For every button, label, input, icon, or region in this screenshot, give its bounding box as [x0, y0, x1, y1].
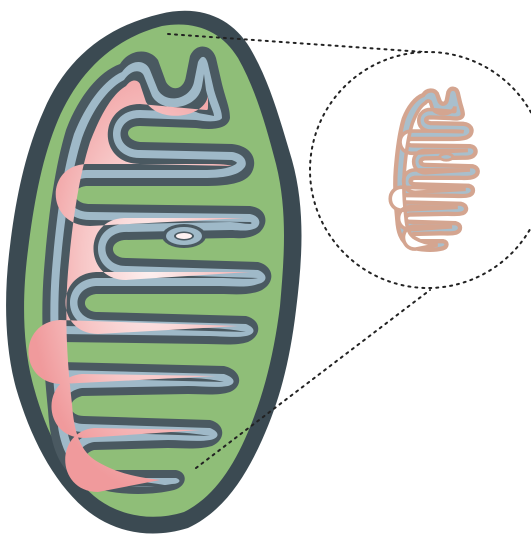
mitochondrion-diagram: [0, 0, 531, 538]
mitochondrion-illustration: [0, 0, 531, 538]
